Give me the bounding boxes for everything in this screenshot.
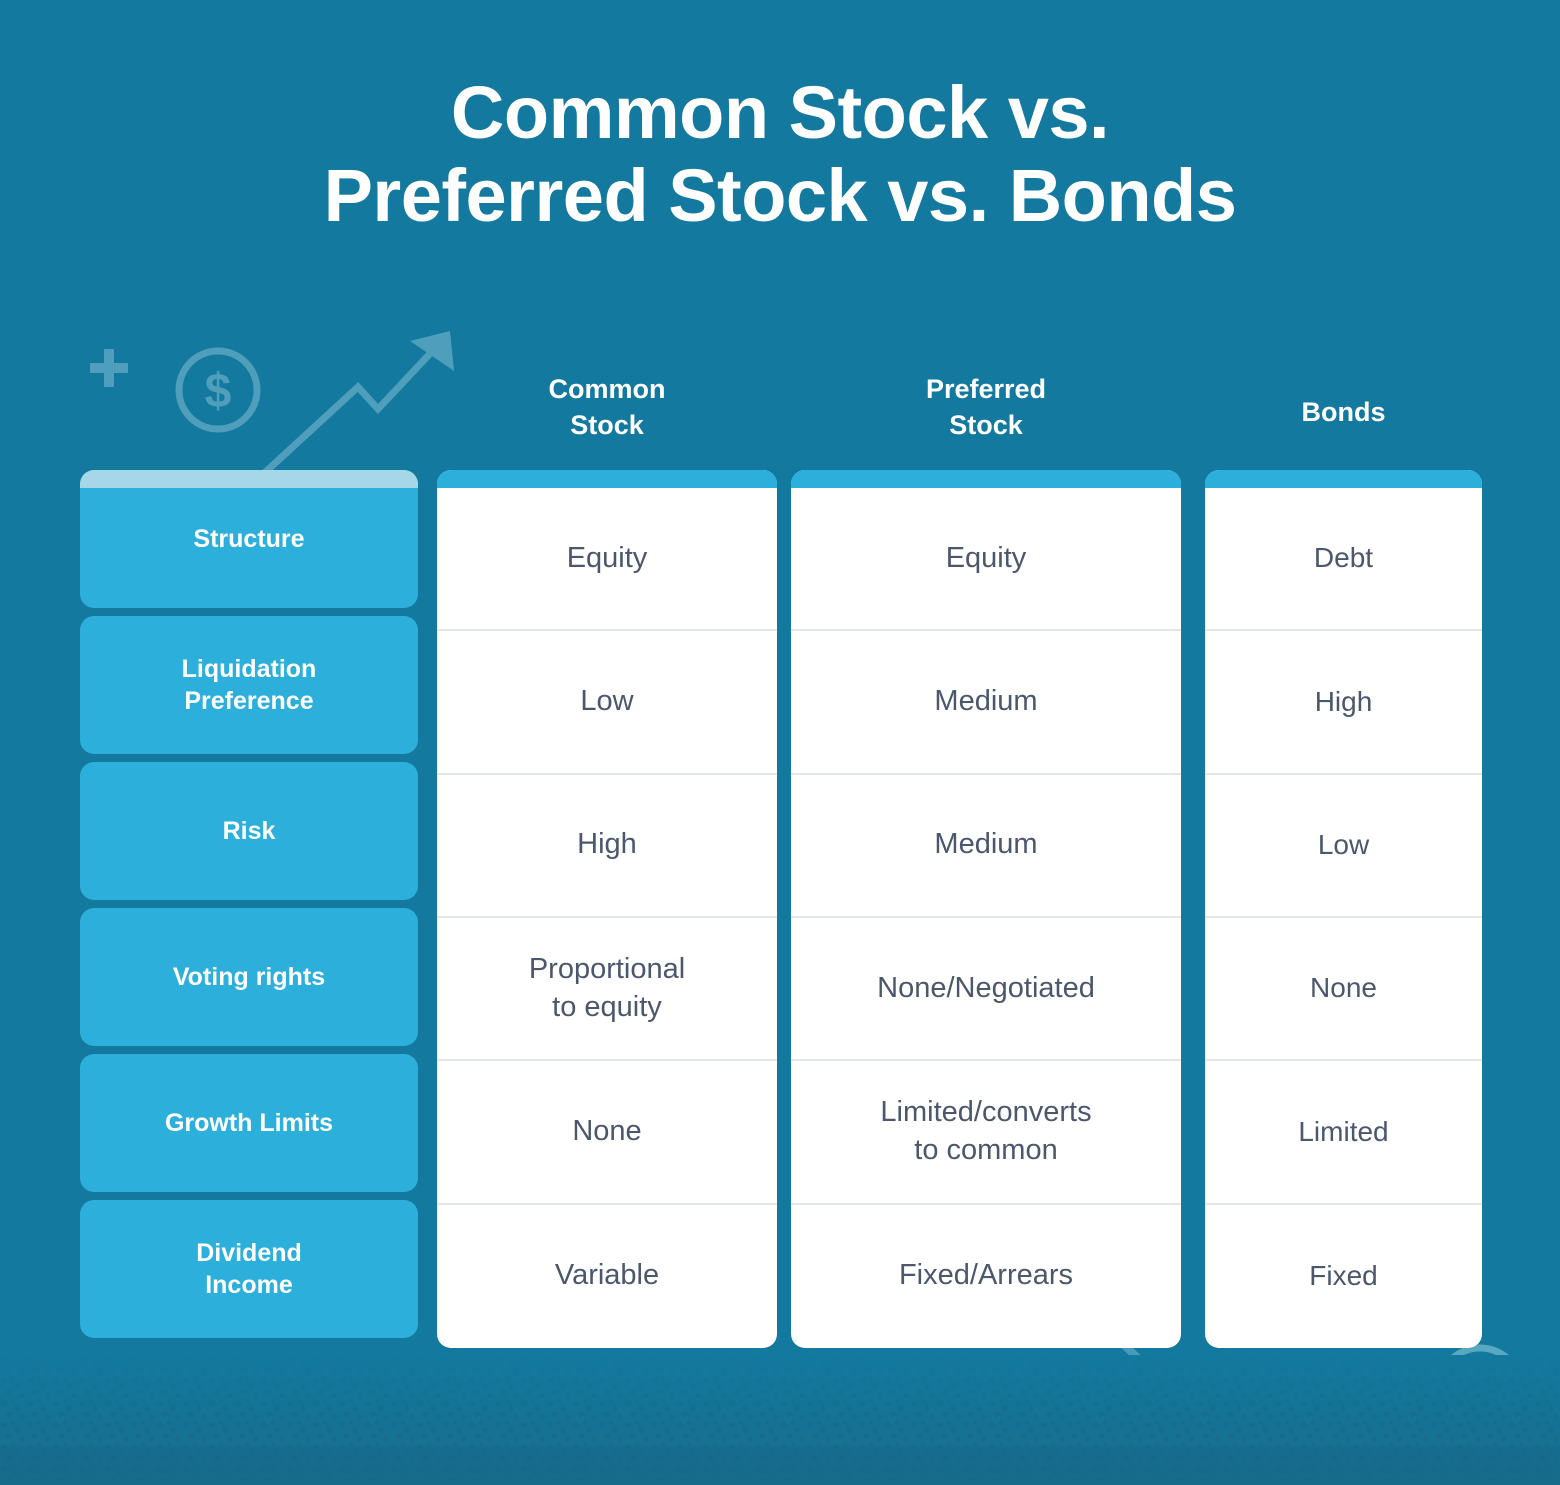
row-label-voting-rights: Voting rights [80,908,418,1046]
cell-bonds-voting-rights: None [1205,918,1482,1062]
row-label-dividend-income-line-2: Income [205,1271,293,1299]
row-label-dividend-income: Dividend Income [80,1200,418,1338]
cell-preferred-risk: Medium [791,775,1181,918]
row-label-risk: Risk [80,762,418,900]
cell-preferred-growth-limits-line-2: to common [914,1133,1058,1166]
row-label-structure-line-1: Structure [193,525,305,553]
cell-bonds-dividend-income: Fixed [1309,1260,1378,1292]
cell-common-voting-rights: Proportional to equity [437,918,777,1062]
row-label-column: Structure Liquidation Preference Risk Vo… [80,470,418,1346]
column-header-preferred-stock-line-1: Preferred [925,374,1047,404]
column-header-common-stock: Common Stock [437,371,777,443]
column-header-preferred-stock: Preferred Stock [791,371,1181,443]
cell-common-structure: Equity [437,488,777,632]
cell-bonds-structure: Debt [1205,488,1482,632]
row-label-structure: Structure [80,470,418,608]
column-header-preferred-stock-line-2: Stock [949,410,1023,441]
row-label-dividend-income-line-1: Dividend [196,1239,302,1267]
cell-preferred-liquidation-preference: Medium [791,631,1181,775]
value-card-preferred-stock: Equity Medium Medium None/Negotiated Lim… [791,470,1181,1348]
cell-common-risk: High [437,775,777,918]
column-header-common-stock-line-2: Stock [570,410,644,441]
cell-common-voting-rights-line-1: Proportional [528,952,686,985]
cell-common-dividend-income: Variable [554,1259,660,1292]
column-header-bonds: Bonds [1205,394,1482,430]
cell-bonds-risk: Low [1205,775,1482,918]
column-header-bonds-line-1: Bonds [1301,397,1386,427]
page-title: Common Stock vs. Preferred Stock vs. Bon… [0,71,1560,238]
row-label-growth-limits-line-1: Growth Limits [164,1109,334,1137]
row-label-voting-rights-line-1: Voting rights [172,963,326,991]
cell-preferred-voting-rights: None/Negotiated [791,918,1181,1062]
value-card-bonds: Debt High Low None Limited Fixed [1205,470,1482,1348]
cell-common-liquidation-preference: Low [437,631,777,775]
row-label-risk-line-1: Risk [222,817,276,845]
row-label-liquidation-preference: Liquidation Preference [80,616,418,754]
cell-preferred-structure: Equity [791,488,1181,632]
cell-preferred-growth-limits-line-1: Limited/converts [880,1096,1092,1129]
cell-bonds-growth-limits: Limited [1205,1061,1482,1205]
page-title-line-1: Common Stock vs. [450,71,1110,154]
cell-common-voting-rights-line-2: to equity [552,990,662,1023]
page-title-line-2: Preferred Stock vs. Bonds [323,153,1237,237]
cell-common-growth-limits: None [437,1061,777,1205]
cell-bonds-liquidation-preference: High [1205,631,1482,775]
cell-preferred-growth-limits: Limited/converts to common [791,1061,1181,1205]
row-label-liquidation-preference-line-2: Preference [184,687,314,715]
cell-preferred-dividend-income: Fixed/Arrears [898,1259,1074,1292]
column-header-common-stock-line-1: Common [548,374,666,404]
row-label-liquidation-preference-line-1: Liquidation [181,655,317,683]
row-label-growth-limits: Growth Limits [80,1054,418,1192]
value-card-common-stock: Equity Low High Proportional to equity N… [437,470,777,1348]
